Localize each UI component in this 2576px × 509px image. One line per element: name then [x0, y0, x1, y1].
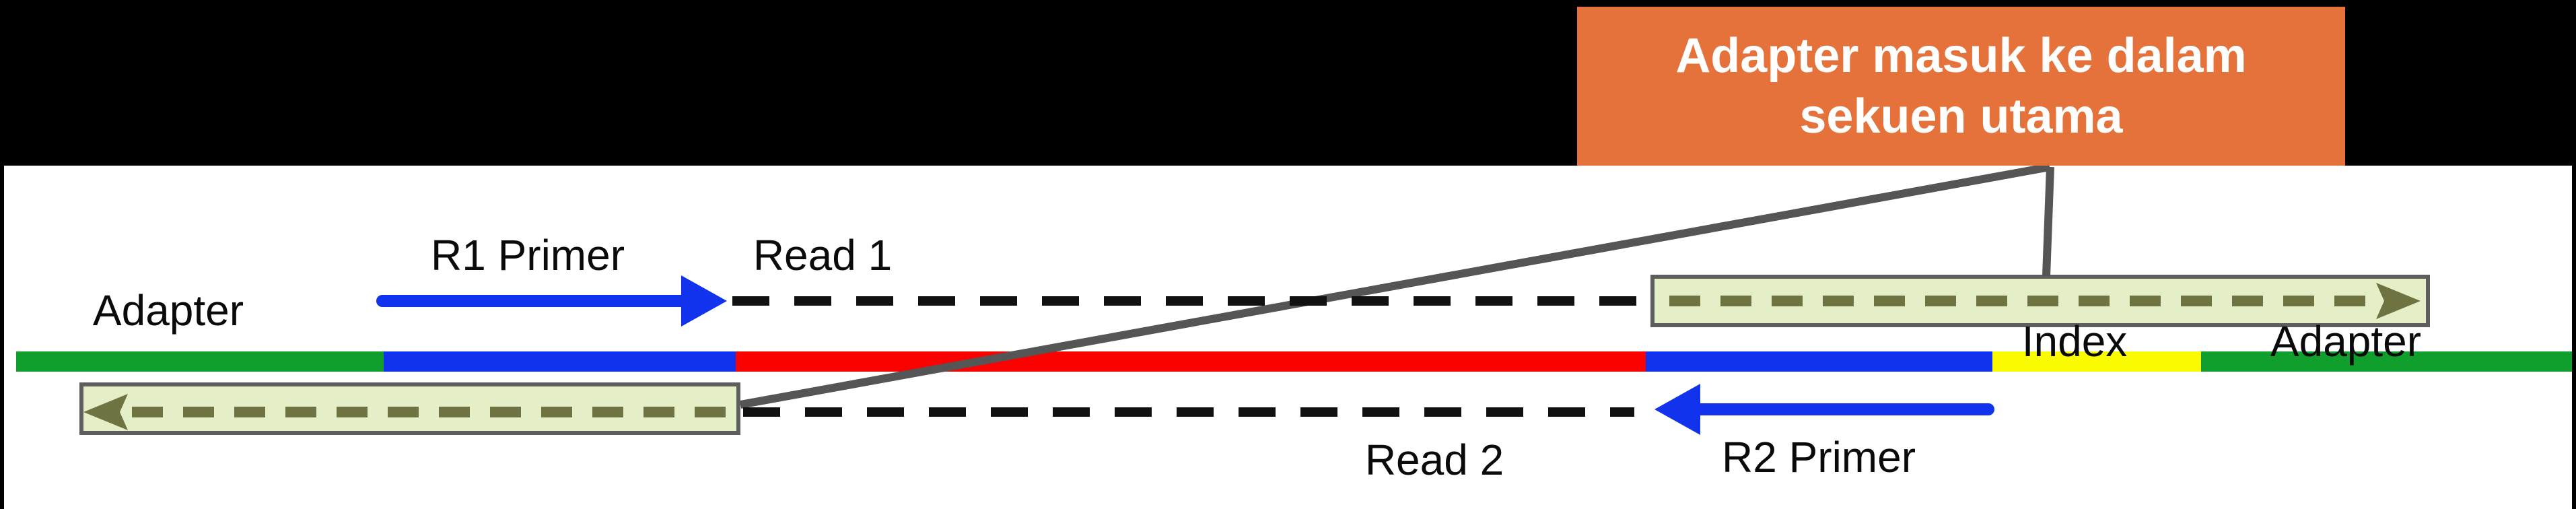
left-border: [0, 166, 4, 509]
bar-segment-index: [1992, 351, 2201, 372]
label-read1: Read 1: [753, 231, 893, 279]
r1-primer-arrow: [376, 275, 727, 327]
bar-segment-adapter-right: [2201, 351, 2572, 372]
callout-text-line2: sekuen utama: [1799, 90, 2123, 143]
label-adapter-left: Adapter: [92, 286, 244, 335]
callout-adapter-contamination: Adapter masuk ke dalam sekuen utama: [1577, 7, 2345, 166]
label-r2-primer: R2 Primer: [1721, 433, 1916, 481]
callout-text-line1: Adapter masuk ke dalam: [1675, 29, 2247, 83]
r2-primer-arrow: [1655, 384, 1994, 435]
bar-segment-adapter-left: [16, 351, 384, 372]
bar-segment-r1-primer-site: [384, 351, 736, 372]
label-adapter-right: Adapter: [2270, 317, 2422, 366]
readthrough-arrow-left: [83, 394, 735, 430]
readthrough-arrow-right: [1669, 283, 2421, 319]
label-r1-primer: R1 Primer: [430, 231, 625, 279]
label-read2: Read 2: [1364, 436, 1504, 484]
callout-connector-lines: [739, 163, 2054, 409]
bar-segment-insert: [736, 351, 1646, 372]
label-index: Index: [2021, 317, 2128, 366]
bar-segment-r2-primer-site: [1646, 351, 1992, 372]
right-border: [2572, 166, 2576, 509]
